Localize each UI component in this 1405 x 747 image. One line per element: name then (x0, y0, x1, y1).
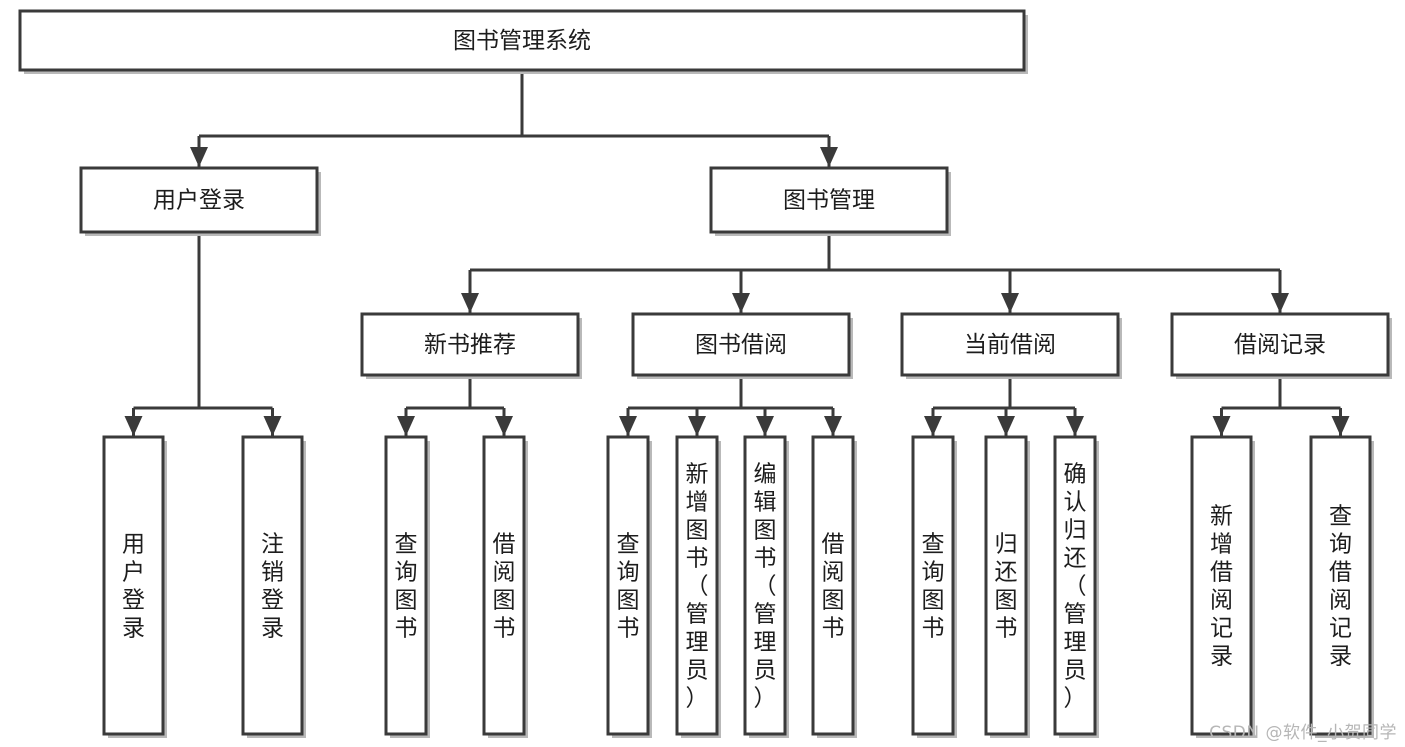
node-box-query-book-1[interactable] (384, 435, 428, 736)
node-label-edit-book-admin: 编辑图书（管理员） (754, 461, 777, 711)
node-label-query-book-1: 查询图书 (395, 531, 418, 641)
node-box-add-book-admin[interactable] (675, 435, 719, 736)
node-label-root: 图书管理系统 (453, 28, 591, 54)
node-box-query-book-3[interactable] (911, 435, 955, 736)
node-box-edit-book-admin[interactable] (743, 435, 787, 736)
book-borrow-arrow-3 (824, 416, 842, 436)
node-label-query-borrow-record: 查询借阅记录 (1329, 503, 1352, 669)
node-label-book-manage: 图书管理 (783, 188, 875, 214)
root-arrow-0 (190, 147, 208, 167)
node-label-confirm-return-admin: 确认归还（管理员） (1064, 461, 1087, 711)
root-arrow-1 (820, 147, 838, 167)
node-box-add-borrow-record[interactable] (1190, 435, 1253, 736)
node-borrow-book-1[interactable]: 借阅图书 (482, 435, 528, 738)
current-borrow-arrow-1 (997, 416, 1015, 436)
node-add-borrow-record[interactable]: 新增借阅记录 (1190, 435, 1255, 738)
node-label-query-book-3: 查询图书 (922, 531, 945, 641)
borrow-record-arrow-0 (1212, 416, 1231, 436)
node-user-login[interactable]: 用户登录 (79, 166, 321, 236)
node-borrow-book-2[interactable]: 借阅图书 (811, 435, 857, 738)
bookmanage-arrow-1 (732, 293, 750, 313)
new-book-recommend-arrow-1 (495, 416, 513, 436)
node-user-logout[interactable]: 注销登录 (241, 435, 306, 738)
node-new-book-recommend[interactable]: 新书推荐 (360, 312, 582, 379)
csdn-watermark: CSDN @软件_小贺同学 (1209, 723, 1397, 743)
userlogin-arrow-1 (263, 416, 282, 436)
node-label-user-logout: 注销登录 (261, 531, 284, 641)
node-root[interactable]: 图书管理系统 (18, 9, 1028, 74)
node-box-user-logout[interactable] (241, 435, 304, 736)
node-book-borrow[interactable]: 图书借阅 (631, 312, 853, 379)
node-add-book-admin[interactable]: 新增图书（管理员） (675, 435, 721, 738)
node-user-login-do[interactable]: 用户登录 (102, 435, 167, 738)
node-borrow-record[interactable]: 借阅记录 (1170, 312, 1392, 379)
node-label-book-borrow: 图书借阅 (695, 332, 787, 358)
book-borrow-arrow-1 (688, 416, 706, 436)
node-query-book-2[interactable]: 查询图书 (606, 435, 652, 738)
node-confirm-return-admin[interactable]: 确认归还（管理员） (1053, 435, 1099, 738)
node-box-confirm-return-admin[interactable] (1053, 435, 1097, 736)
current-borrow-arrow-0 (924, 416, 942, 436)
node-label-new-book-recommend: 新书推荐 (424, 332, 516, 358)
node-label-add-book-admin: 新增图书（管理员） (686, 461, 709, 711)
node-label-add-borrow-record: 新增借阅记录 (1210, 503, 1233, 669)
node-box-borrow-record[interactable] (1170, 312, 1390, 377)
node-box-borrow-book-2[interactable] (811, 435, 855, 736)
bookmanage-arrow-3 (1271, 293, 1289, 313)
node-box-new-book-recommend[interactable] (360, 312, 580, 377)
node-box-borrow-book-1[interactable] (482, 435, 526, 736)
node-box-book-manage[interactable] (709, 166, 949, 234)
node-box-root[interactable] (18, 9, 1026, 72)
bookmanage-arrow-0 (461, 293, 479, 313)
node-label-return-book: 归还图书 (995, 531, 1018, 641)
current-borrow-arrow-2 (1066, 416, 1084, 436)
node-label-borrow-book-1: 借阅图书 (493, 531, 516, 641)
node-label-current-borrow: 当前借阅 (964, 332, 1056, 358)
node-query-book-1[interactable]: 查询图书 (384, 435, 430, 738)
bookmanage-arrow-2 (1001, 293, 1019, 313)
node-label-borrow-record: 借阅记录 (1234, 332, 1326, 358)
node-return-book[interactable]: 归还图书 (984, 435, 1030, 738)
node-box-query-book-2[interactable] (606, 435, 650, 736)
book-borrow-arrow-0 (619, 416, 637, 436)
node-label-query-book-2: 查询图书 (617, 531, 640, 641)
userlogin-arrow-0 (124, 416, 143, 436)
node-current-borrow[interactable]: 当前借阅 (900, 312, 1122, 379)
node-box-user-login-do[interactable] (102, 435, 165, 736)
node-box-return-book[interactable] (984, 435, 1028, 736)
node-label-user-login-do: 用户登录 (122, 531, 145, 641)
node-box-user-login[interactable] (79, 166, 319, 234)
node-box-current-borrow[interactable] (900, 312, 1120, 377)
node-box-book-borrow[interactable] (631, 312, 851, 377)
node-edit-book-admin[interactable]: 编辑图书（管理员） (743, 435, 789, 738)
node-query-book-3[interactable]: 查询图书 (911, 435, 957, 738)
node-box-query-borrow-record[interactable] (1309, 435, 1372, 736)
borrow-record-arrow-1 (1331, 416, 1350, 436)
new-book-recommend-arrow-0 (397, 416, 415, 436)
connector-layer (124, 70, 1350, 436)
node-query-borrow-record[interactable]: 查询借阅记录 (1309, 435, 1374, 738)
node-layer: 用户登录图书管理图书管理系统用户登录注销登录新书推荐查询图书借阅图书图书借阅查询… (18, 9, 1392, 738)
book-borrow-arrow-2 (756, 416, 774, 436)
node-label-user-login: 用户登录 (153, 188, 245, 214)
node-book-manage[interactable]: 图书管理 (709, 166, 951, 236)
node-label-borrow-book-2: 借阅图书 (822, 531, 845, 641)
